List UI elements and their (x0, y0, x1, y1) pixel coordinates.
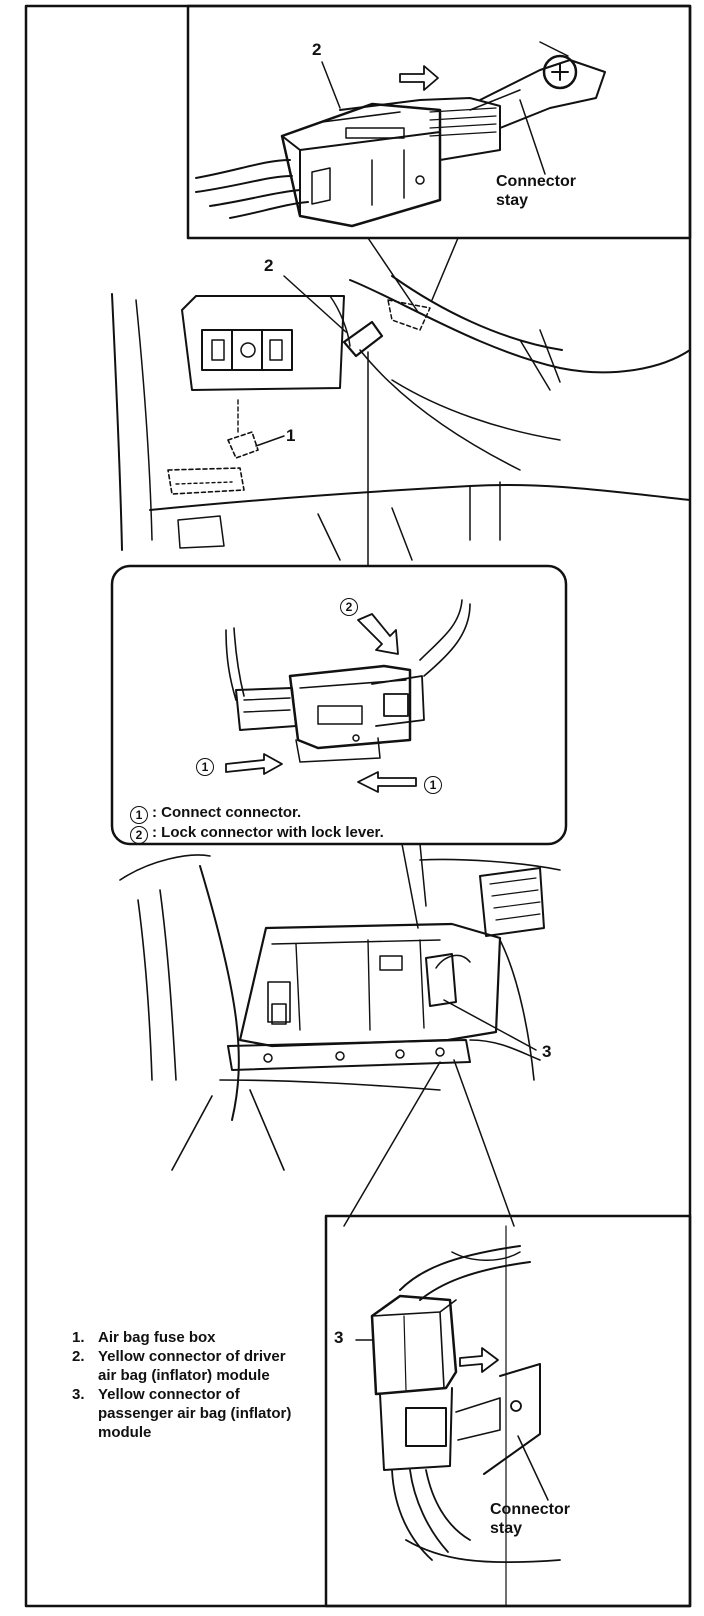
callout-number-2-top: 2 (312, 40, 322, 59)
callout-number-3: 3 (542, 1042, 552, 1061)
connector-stay-label-bottom: Connector stay (490, 1501, 570, 1537)
callout-number-2-dash: 2 (264, 256, 274, 275)
connector-stay-label-top: Connector stay (496, 173, 576, 209)
dashboard-upper (111, 275, 691, 561)
callout-number-3-bottom: 3 (334, 1328, 344, 1347)
step-1-instruction: 1: Connect connector. (130, 804, 301, 824)
legend-item: 3.Yellow connector of passenger air bag … (72, 1386, 292, 1441)
top-callout-box (186, 4, 692, 240)
callout-line (367, 237, 419, 313)
callout-line (401, 843, 419, 929)
step-2-instruction: 2: Lock connector with lock lever. (130, 824, 384, 844)
legend: 1.Air bag fuse box 2.Yellow connector of… (72, 1328, 302, 1442)
legend-item: 1.Air bag fuse box (72, 1329, 216, 1346)
callout-number-1: 1 (286, 426, 296, 445)
bottom-callout-box (324, 1214, 692, 1608)
glovebox-scene (119, 854, 561, 1227)
step-marker-1-left: 1 (196, 756, 218, 776)
callout-line (419, 843, 427, 907)
step-marker-2: 2 (340, 596, 362, 616)
middle-callout-box (110, 564, 568, 846)
callout-line (431, 237, 459, 301)
legend-item: 2.Yellow connector of driver air bag (in… (72, 1348, 286, 1384)
step-marker-1-right: 1 (424, 774, 446, 794)
